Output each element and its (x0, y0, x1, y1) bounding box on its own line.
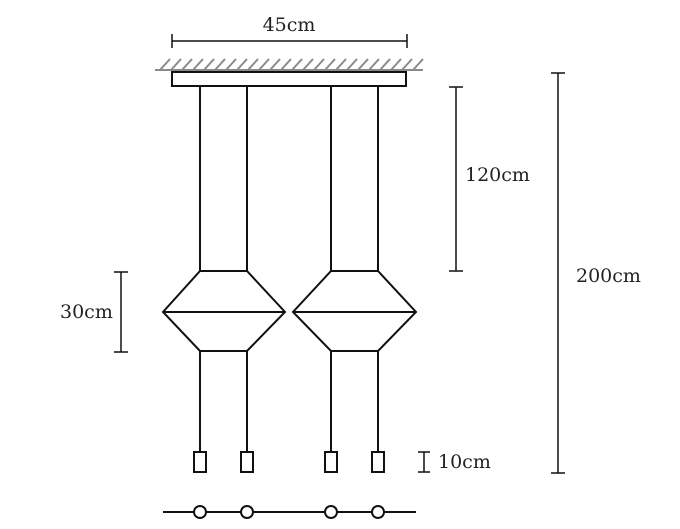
right-pendant-shade (291, 270, 418, 352)
socket (240, 451, 254, 473)
shade-height-dimension: 30cm (60, 271, 128, 353)
socket-height-dimension: 10cm (418, 451, 491, 473)
hanging-length-label: 120cm (465, 164, 530, 186)
bottom-socket (371, 505, 385, 519)
bottom-view (163, 505, 416, 519)
bottom-socket (240, 505, 254, 519)
width-dimension: 45cm (171, 14, 408, 48)
socket (371, 451, 385, 473)
socket (193, 451, 207, 473)
bottom-socket (324, 505, 338, 519)
socket (324, 451, 338, 473)
left-pendant-shade (161, 270, 287, 352)
ceiling-canopy (171, 71, 407, 87)
shade-height-label: 30cm (60, 301, 113, 323)
ceiling-hatch (155, 58, 424, 71)
width-label: 45cm (263, 14, 316, 36)
total-height-dimension: 200cm (551, 72, 641, 474)
total-height-label: 200cm (576, 265, 641, 287)
lower-wires (199, 351, 379, 452)
bottom-socket (193, 505, 207, 519)
light-sockets (193, 451, 385, 473)
upper-wires (199, 86, 379, 271)
hanging-length-dimension: 120cm (449, 86, 530, 272)
socket-height-label: 10cm (438, 451, 491, 473)
